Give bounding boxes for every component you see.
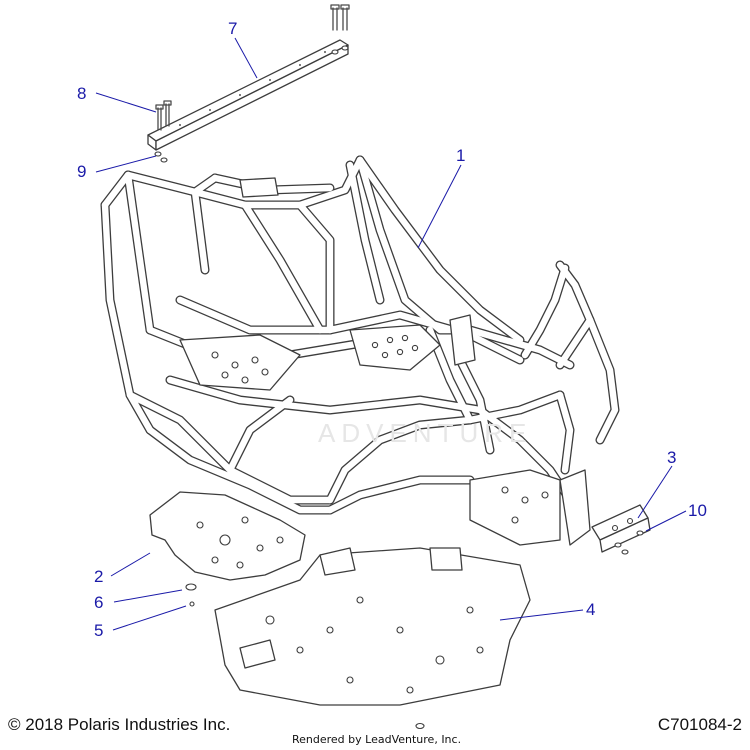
main-skid-plate-part <box>214 547 531 706</box>
screw-part <box>189 601 425 730</box>
callout-1: 1 <box>456 146 466 165</box>
callout-3: 3 <box>667 448 677 467</box>
nut-part <box>154 45 349 163</box>
bolt-part <box>155 4 350 131</box>
leader-lines <box>95 37 687 631</box>
callout-9: 9 <box>77 162 87 181</box>
watermark: ADVENTURE <box>318 418 533 448</box>
rear-skid-plate-part <box>149 491 306 581</box>
callout-6: 6 <box>94 593 104 612</box>
rendered-by-text: Rendered by LeadVenture, Inc. <box>292 733 462 746</box>
cross-beam-part <box>147 39 349 151</box>
callout-10: 10 <box>688 501 707 520</box>
callout-2: 2 <box>94 567 104 586</box>
main-frame-part <box>100 155 620 546</box>
washer-part <box>185 530 644 591</box>
callout-8: 8 <box>77 84 87 103</box>
callout-7: 7 <box>228 19 238 38</box>
front-bracket-part <box>591 504 651 553</box>
diagram-code: C701084-2 <box>657 715 742 734</box>
callout-5: 5 <box>94 621 104 640</box>
callout-4: 4 <box>586 600 596 619</box>
copyright-text: © 2018 Polaris Industries Inc. <box>8 715 231 734</box>
